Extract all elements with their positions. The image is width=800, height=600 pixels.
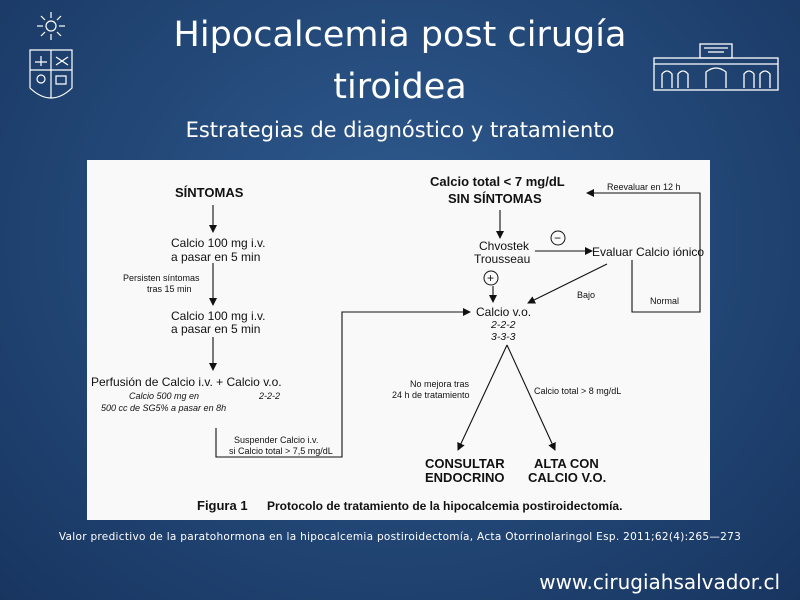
citation-text: Valor predictivo de la paratohormona en … bbox=[58, 531, 742, 543]
alta-line-2: CALCIO V.O. bbox=[528, 470, 606, 485]
persist-line-1: Persisten síntomas bbox=[123, 273, 200, 283]
normal-label: Normal bbox=[650, 296, 679, 306]
perfusion-line-2: Calcio 500 mg en bbox=[129, 391, 199, 401]
page-title-line-2: tiroidea bbox=[333, 67, 467, 107]
dose2-line-2: a pasar en 5 min bbox=[171, 322, 260, 336]
trousseau-label: Trousseau bbox=[474, 252, 530, 266]
arrow-normal-reevaluate bbox=[586, 189, 701, 313]
page-title-line-1: Hipocalcemia post cirugía bbox=[173, 15, 627, 55]
consultar-line-2: ENDOCRINO bbox=[425, 470, 504, 485]
bajo-label: Bajo bbox=[577, 290, 595, 300]
plus-sign: + bbox=[487, 271, 494, 285]
perfusion-dose-schedule: 2-2-2 bbox=[258, 391, 280, 401]
suspend-line-2: si Calcio total > 7,5 mg/dL bbox=[229, 446, 333, 456]
figure-caption-label: Figura 1 bbox=[197, 498, 248, 513]
suspend-line-1: Suspender Calcio i.v. bbox=[234, 435, 318, 445]
perfusion-line-3: 500 cc de SG5% a pasar en 8h bbox=[101, 403, 226, 413]
university-crest-logo bbox=[29, 12, 73, 99]
chvostek-label: Chvostek bbox=[479, 239, 530, 253]
arrow-vo-to-alta bbox=[506, 344, 556, 451]
dose2-line-1: Calcio 100 mg i.v. bbox=[171, 309, 265, 323]
dose1-line-2: a pasar en 5 min bbox=[171, 250, 260, 264]
reevaluar-label: Reevaluar en 12 h bbox=[607, 182, 681, 192]
consultar-line-1: CONSULTAR bbox=[425, 456, 505, 471]
no-mejora-line-2: 24 h de tratamiento bbox=[392, 390, 470, 400]
arrow-suspend-to-calcio-vo bbox=[215, 308, 471, 458]
sin-sintomas-label: SIN SÍNTOMAS bbox=[448, 191, 542, 206]
page-subtitle: Estrategias de diagnóstico y tratamiento bbox=[185, 118, 615, 142]
calcio-gt8-label: Calcio total > 8 mg/dL bbox=[534, 386, 621, 396]
persist-line-2: tras 15 min bbox=[147, 284, 192, 294]
calcio-vo-schedule-1: 2-2-2 bbox=[490, 319, 516, 331]
evaluar-calcio-label: Evaluar Calcio iónico bbox=[592, 245, 704, 259]
calcio-total-label: Calcio total < 7 mg/dL bbox=[430, 174, 565, 189]
figure-caption-text: Protocolo de tratamiento de la hipocalce… bbox=[267, 499, 622, 513]
plus-circle-icon bbox=[483, 270, 499, 286]
dose1-line-1: Calcio 100 mg i.v. bbox=[171, 236, 265, 250]
hospital-building-logo bbox=[653, 43, 779, 91]
alta-line-1: ALTA CON bbox=[534, 456, 599, 471]
arrow-vo-to-consult bbox=[457, 344, 508, 451]
treatment-flowchart-figure: SÍNTOMAS Calcio 100 mg i.v. a pasar en 5… bbox=[87, 160, 710, 520]
calcio-vo-schedule-2: 3-3-3 bbox=[491, 331, 516, 343]
perfusion-line-1: Perfusión de Calcio i.v. + Calcio v.o. bbox=[91, 375, 282, 389]
no-mejora-line-1: No mejora tras bbox=[410, 379, 470, 389]
arrow-bajo-to-calcio-vo bbox=[527, 263, 608, 304]
minus-circle-icon bbox=[550, 230, 566, 246]
minus-sign: − bbox=[554, 231, 561, 245]
symptoms-label: SÍNTOMAS bbox=[175, 185, 244, 200]
calcio-vo-label: Calcio v.o. bbox=[476, 305, 531, 319]
flowchart-diagram: SÍNTOMAS Calcio 100 mg i.v. a pasar en 5… bbox=[91, 174, 704, 513]
website-url[interactable]: www.cirugiahsalvador.cl bbox=[539, 570, 780, 594]
